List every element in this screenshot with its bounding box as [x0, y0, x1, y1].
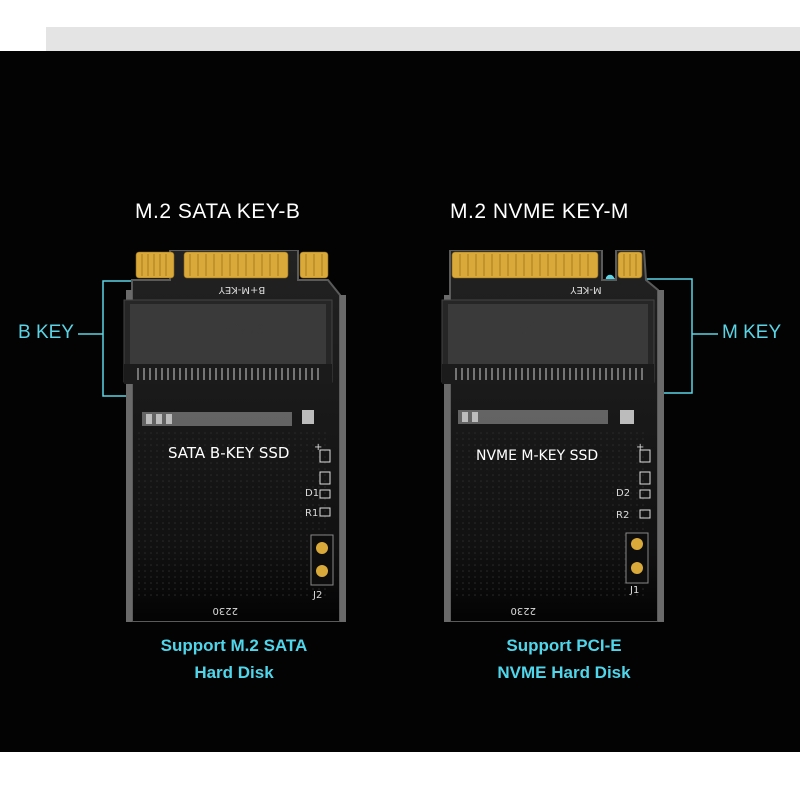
sata-silkscreen: SATA B-KEY SSD [168, 444, 289, 462]
nvme-d-label: D2 [616, 488, 630, 499]
nvme-adapter-board: M-KEY 2122D1 NVME M-KEY SSD D2 R2 + J1 2… [441, 250, 664, 622]
nvme-slot-label: M-KEY [570, 284, 602, 295]
nvme-chip-code: 2122D1 [501, 320, 548, 335]
sata-size-label: 2230 [213, 605, 238, 616]
sata-chip-code: 2043G6 [225, 320, 272, 335]
svg-text:+: + [314, 442, 322, 453]
sata-caption-line1: Support M.2 SATA [160, 636, 308, 655]
top-strip [46, 27, 800, 51]
m-key-label: M KEY [722, 322, 782, 343]
nvme-caption: Support PCI-E NVME Hard Disk [444, 632, 684, 686]
nvme-size-label: 2230 [511, 605, 536, 616]
sata-card-title: M.2 SATA KEY-B [135, 200, 301, 223]
nvme-caption-line2: NVME Hard Disk [497, 663, 631, 682]
sata-caption: Support M.2 SATA Hard Disk [114, 632, 354, 686]
nvme-caption-line1: Support PCI-E [506, 636, 622, 655]
nvme-r-label: R2 [616, 510, 629, 521]
sata-adapter-board: B+M-KEY 2043G6 SATA B-KEY SSD D1 R1 + J2… [123, 250, 346, 622]
sata-slot-label: B+M-KEY [218, 284, 265, 295]
sata-j-label: J2 [312, 590, 322, 601]
sata-d-label: D1 [305, 488, 319, 499]
svg-text:+: + [636, 442, 644, 453]
nvme-card-title: M.2 NVME KEY-M [450, 200, 629, 223]
nvme-silkscreen: NVME M-KEY SSD [476, 448, 598, 464]
sata-r-label: R1 [305, 508, 318, 519]
b-key-label: B KEY [18, 322, 74, 343]
nvme-j-label: J1 [629, 585, 639, 596]
sata-caption-line2: Hard Disk [194, 663, 274, 682]
